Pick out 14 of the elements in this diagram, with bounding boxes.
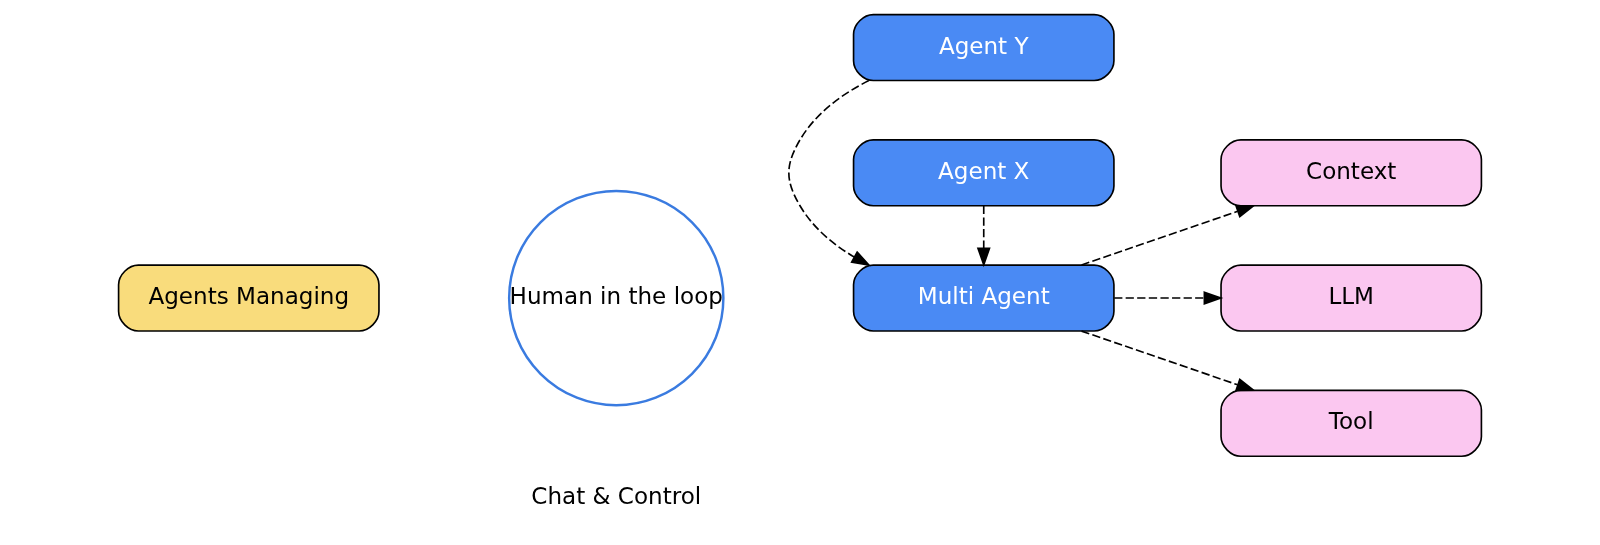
node-circle: Human in the loop [507, 189, 725, 407]
arrow [1080, 330, 1256, 392]
node-box: Context [1220, 139, 1483, 207]
node-label: Chat & Control [531, 482, 702, 509]
node-box: Multi Agent [852, 264, 1115, 332]
node-box: Agent Y [852, 13, 1115, 82]
node-box: LLM [1220, 264, 1483, 332]
node-box: Tool [1220, 389, 1483, 458]
arrow [976, 205, 991, 268]
arrow [788, 79, 872, 267]
arrow [1080, 204, 1256, 266]
node-box: Agents Managing [117, 264, 380, 332]
arrow [1113, 291, 1224, 305]
node-box: Agent X [852, 139, 1115, 207]
